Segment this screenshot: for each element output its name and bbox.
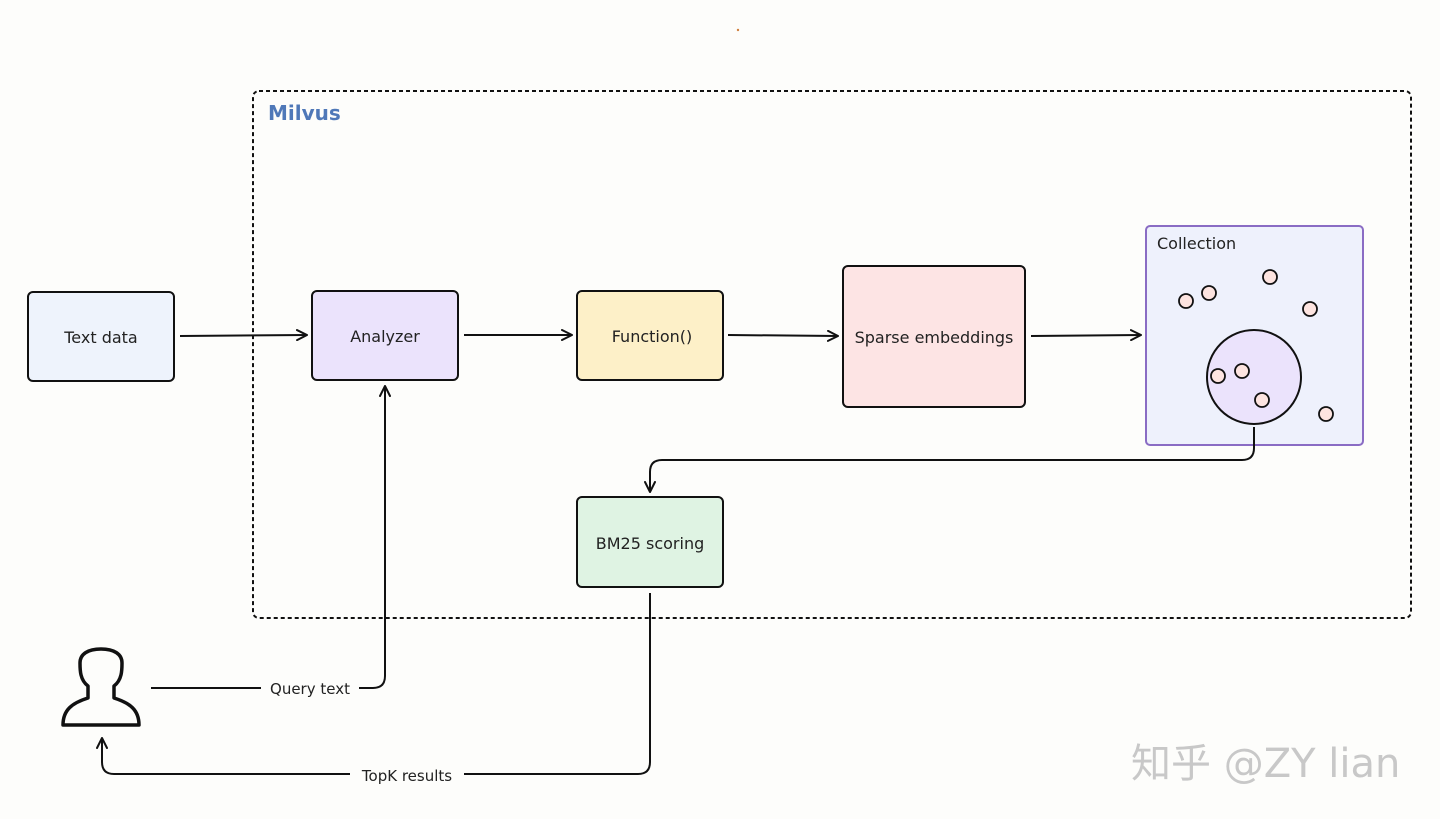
- arrow-textdata-to-analyzer: [179, 329, 308, 342]
- vector-point: [1178, 293, 1194, 309]
- bm25-scoring-box: [576, 496, 724, 588]
- vector-point: [1201, 285, 1217, 301]
- topk-line-left: [96, 737, 350, 775]
- node-analyzer: Analyzer: [311, 290, 459, 381]
- collection-label: Collection: [1157, 234, 1236, 253]
- node-collection: Collection: [1145, 225, 1364, 446]
- milvus-group-label: Milvus: [268, 101, 341, 125]
- topk-line-right: [464, 593, 651, 775]
- vector-point: [1210, 368, 1226, 384]
- node-sparse-embeddings: Sparse embeddings: [842, 265, 1026, 408]
- stray-dot: [736, 28, 740, 32]
- arrow-collection-to-bm25: [644, 427, 1255, 493]
- bm25-scoring-label: BM25 scoring: [596, 534, 704, 553]
- node-bm25-scoring: BM25 scoring: [576, 496, 724, 588]
- vector-point: [1262, 269, 1278, 285]
- node-function: Function(): [576, 290, 724, 381]
- sparse-embeddings-box: [842, 265, 1026, 408]
- arrow-function-to-sparse: [727, 329, 839, 342]
- collection-cluster: [1206, 329, 1302, 425]
- vector-point: [1302, 301, 1318, 317]
- analyzer-box: [311, 290, 459, 381]
- user-icon: [61, 647, 141, 727]
- function-label: Function(): [612, 327, 693, 346]
- topk-results-label: TopK results: [361, 767, 452, 785]
- vector-point: [1234, 363, 1250, 379]
- watermark-text: 知乎 @ZY lian: [1131, 741, 1400, 787]
- arrow-sparse-to-collection: [1030, 329, 1142, 342]
- text-data-label: Text data: [63, 328, 137, 347]
- query-text-label: Query text: [270, 680, 350, 698]
- node-text-data: Text data: [27, 291, 175, 382]
- sparse-embeddings-label: Sparse embeddings: [855, 328, 1014, 347]
- vector-point: [1318, 406, 1334, 422]
- analyzer-label: Analyzer: [350, 327, 420, 346]
- query-text-line-right: [359, 385, 391, 689]
- vector-point: [1254, 392, 1270, 408]
- text-data-box: [27, 291, 175, 382]
- function-box: [576, 290, 724, 381]
